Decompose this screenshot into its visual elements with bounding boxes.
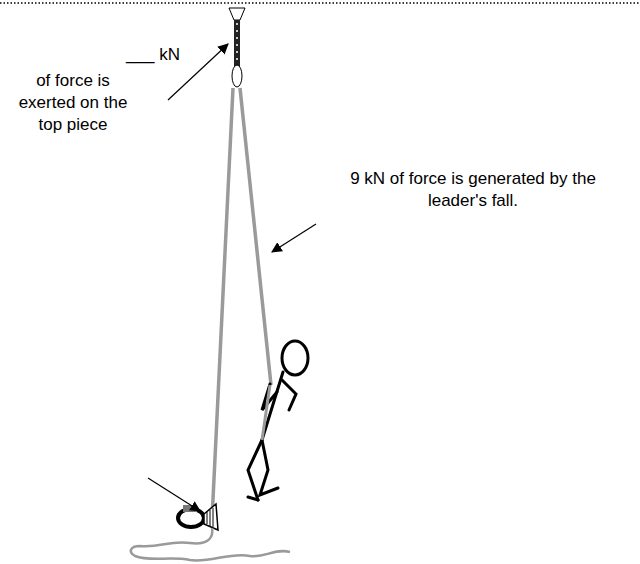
rock-edge (0, 2, 640, 4)
callout-text: of force is exerted on the top piece (8, 70, 138, 136)
rope-tail (131, 528, 290, 561)
leader-arrow (272, 224, 316, 252)
belay-device (204, 504, 218, 530)
falling-climber (248, 341, 308, 500)
belay-loop (183, 505, 197, 512)
rope-climber-strand (240, 88, 271, 385)
carabiner (232, 65, 242, 87)
rope-belay-strand (212, 88, 233, 520)
force-blank-label: ___ kN (108, 44, 198, 66)
sling (234, 20, 240, 66)
protection-nut (229, 8, 245, 20)
leader-arrow (148, 478, 200, 511)
callout-text: 9 kN of force is generated by the leader… (350, 168, 596, 212)
